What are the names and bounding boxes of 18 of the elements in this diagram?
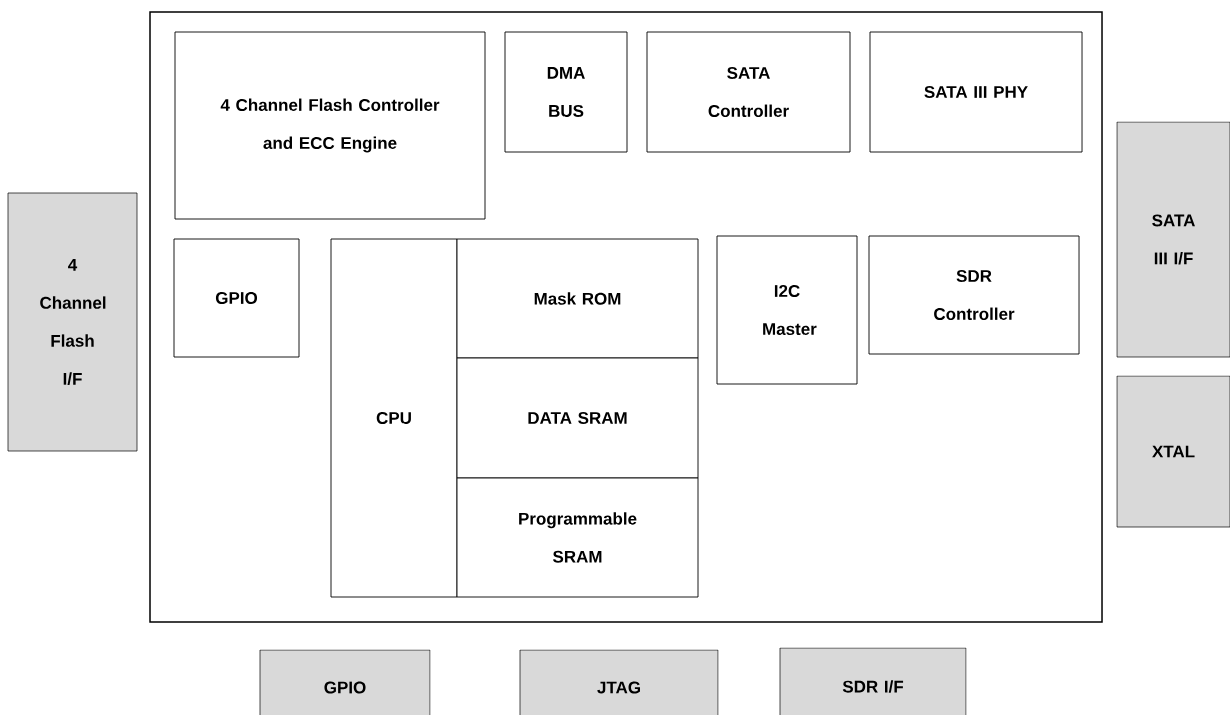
interface-box: SATA III I/F	[1116, 121, 1230, 358]
block-box: CPU	[330, 238, 458, 598]
interface-box: XTAL	[1116, 375, 1230, 528]
interface-box: 4 Channel Flash I/F	[7, 192, 138, 452]
block-box: SATA Controller	[646, 31, 851, 153]
interface-box: SDR I/F	[779, 647, 967, 715]
block-box: Mask ROM	[456, 238, 699, 359]
block-box: DATA SRAM	[456, 357, 699, 479]
chip-outline	[149, 11, 1103, 623]
block-box: SATA III PHY	[869, 31, 1083, 153]
interface-box: GPIO	[259, 649, 431, 715]
block-box: GPIO	[173, 238, 300, 358]
block-box: 4 Channel Flash Controller and ECC Engine	[174, 31, 486, 220]
block-box: Programmable SRAM	[456, 477, 699, 598]
block-box: I2C Master	[716, 235, 858, 385]
block-box: SDR Controller	[868, 235, 1080, 355]
block-box: DMA BUS	[504, 31, 628, 153]
interface-box: JTAG	[519, 649, 719, 715]
